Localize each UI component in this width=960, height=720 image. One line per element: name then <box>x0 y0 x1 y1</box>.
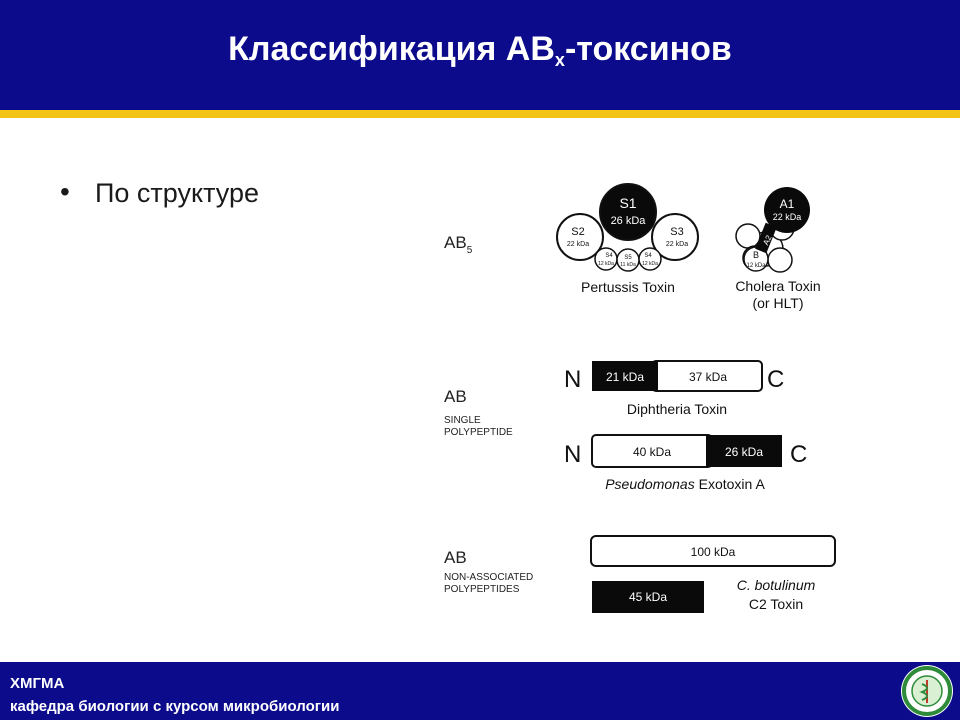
s4b-kda: 12 kDa <box>642 261 658 267</box>
nonassoc-line1: NON-ASSOCIATED <box>444 572 533 583</box>
pseudomonas-italic: Pseudomonas <box>605 476 695 492</box>
s1-kda: 26 kDa <box>611 215 647 227</box>
cholera-toxin-alt-name: (or HLT) <box>752 295 803 311</box>
header-stripe <box>0 110 960 118</box>
s4b-label: S4 <box>644 253 652 259</box>
title-suffix: -токсинов <box>564 30 732 68</box>
pseudomonas-n-terminus: N <box>564 441 581 468</box>
pertussis-toxin-name: Pertussis Toxin <box>581 279 675 295</box>
a2-subunit <box>755 222 777 254</box>
c2-toxin-name: C2 Toxin <box>749 596 803 612</box>
a1-kda: 22 kDa <box>773 212 802 222</box>
footer-institution: ХМГМА <box>10 675 65 692</box>
single-line2: POLYPEPTIDE <box>444 427 513 438</box>
b-label: B <box>753 250 759 260</box>
s4a-kda: 12 kDa <box>598 261 614 267</box>
c2-a-kda: 45 kDa <box>629 590 667 604</box>
c2-b-kda: 100 kDa <box>691 545 736 559</box>
slide-title: Классификация ABx-токсинов <box>0 30 960 71</box>
title-subscript: x <box>554 50 565 70</box>
c2-toxin-organism: C. botulinum <box>737 577 816 593</box>
pseudomonas-rest: Exotoxin A <box>695 476 766 492</box>
diphtheria-toxin-diagram: N 21 kDa 37 kDa C Diphtheria Toxin <box>564 360 784 417</box>
title-main: Классификация AB <box>228 30 555 68</box>
university-logo-icon <box>901 665 953 717</box>
s3-kda: 22 kDa <box>666 241 688 248</box>
s4b-subunit <box>638 247 662 271</box>
s4a-label: S4 <box>605 253 613 259</box>
single-line1: SINGLE <box>444 415 481 426</box>
pseudomonas-exotoxin-name: Pseudomonas Exotoxin A <box>605 476 765 492</box>
bullet-text: По структуре <box>95 178 260 208</box>
s2-subunit <box>556 213 604 261</box>
s1-label: S1 <box>619 195 636 211</box>
pseudomonas-exotoxin-diagram: N 40 kDa 26 kDa C Pseudomonas Exotoxin A <box>564 434 807 492</box>
footer-department: кафедра биологии с курсом микробиологии <box>10 698 340 715</box>
s2-label: S2 <box>571 226 584 238</box>
pseudomonas-a-kda: 26 kDa <box>725 445 763 459</box>
ab5-label-sub: 5 <box>467 245 473 256</box>
c2-b-component <box>590 535 836 567</box>
nonassoc-line2: POLYPEPTIDES <box>444 584 520 595</box>
pseudomonas-c-terminus: C <box>790 441 807 468</box>
header-bar <box>0 0 960 110</box>
nonassoc-ab-label: AB <box>444 548 467 567</box>
c2-a-component <box>592 581 704 613</box>
single-ab-label: AB <box>444 387 467 406</box>
diphtheria-n-terminus: N <box>564 366 581 393</box>
bullet-dot: • <box>60 176 70 207</box>
s2-kda: 22 kDa <box>567 241 589 248</box>
diphtheria-c-terminus: C <box>767 366 784 393</box>
diphtheria-toxin-name: Diphtheria Toxin <box>627 401 727 417</box>
pseudomonas-b-kda: 40 kDa <box>633 445 671 459</box>
s1-subunit <box>599 183 657 241</box>
s3-subunit <box>651 213 699 261</box>
diphtheria-a-kda: 21 kDa <box>606 370 644 384</box>
ab5-label: AB5 <box>444 233 473 256</box>
cholera-toxin-name: Cholera Toxin <box>735 278 820 294</box>
pseudomonas-a-domain <box>706 435 782 467</box>
b-kda: 12 kDa <box>746 263 766 269</box>
pertussis-toxin-diagram: S1 26 kDa S2 22 kDa S3 22 kDa S4 12 kDa … <box>556 183 699 295</box>
cholera-toxin-diagram: A1 22 kDa A2 B 12 kDa Cholera Toxin (or … <box>735 187 821 311</box>
a1-label: A1 <box>780 197 795 211</box>
s5-kda: 11 kDa <box>620 262 636 268</box>
a1-subunit <box>764 187 810 233</box>
s5-label: S5 <box>624 255 632 261</box>
diphtheria-b-kda: 37 kDa <box>689 370 727 384</box>
s3-label: S3 <box>670 226 683 238</box>
toxin-structure-figure: AB5 S1 26 kDa S2 22 kDa S3 22 kDa S4 12 … <box>444 183 836 613</box>
c2-toxin-diagram: 100 kDa 45 kDa C. botulinum C2 Toxin <box>590 535 836 613</box>
footer-bar <box>0 662 960 720</box>
a2-label: A2 <box>761 233 774 246</box>
